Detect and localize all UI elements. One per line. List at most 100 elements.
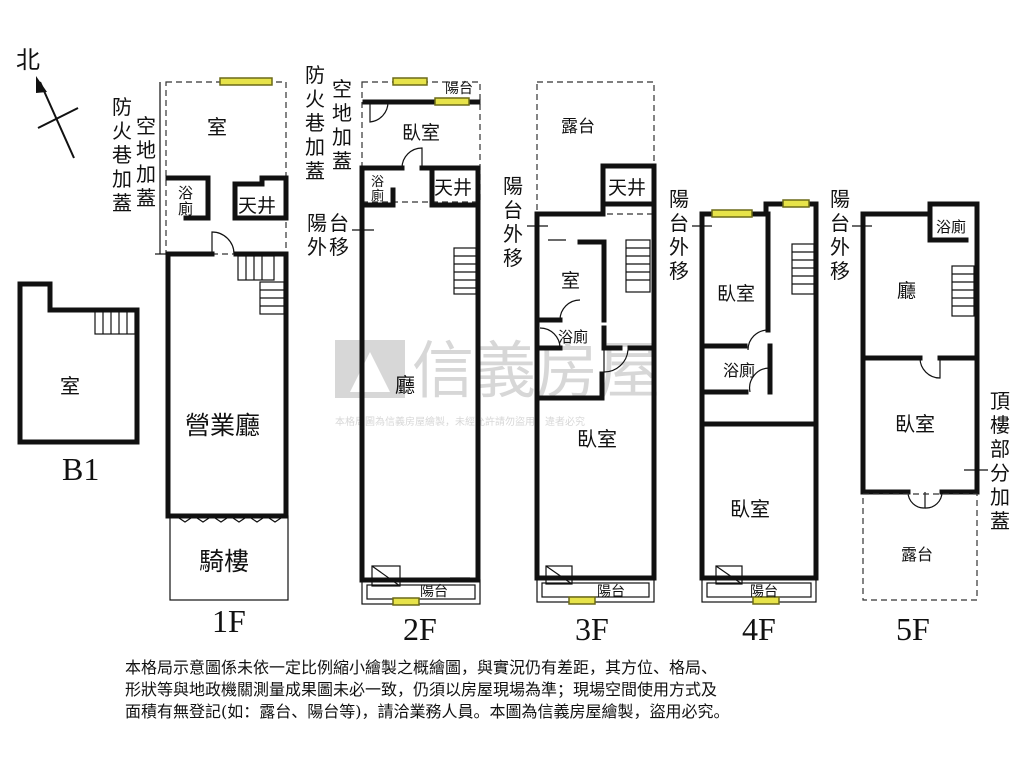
- 1f-bath-label-1: 浴: [178, 184, 193, 202]
- 2f-hall-label: 廳: [395, 373, 415, 397]
- 1f-side-note-b-3: 加: [112, 167, 132, 191]
- 4f-bedroom-label-2: 臥室: [730, 497, 770, 521]
- 2f-floor-label: 2F: [403, 611, 437, 647]
- 2f-side-note-b-4: 蓋: [305, 159, 325, 183]
- 3f-side-note-3: 移: [503, 246, 523, 270]
- 3f-floor-label: 3F: [575, 611, 609, 647]
- 3f-terrace-label: 露台: [561, 117, 595, 137]
- stair-icon: [951, 265, 975, 317]
- stair-icon: [453, 247, 477, 295]
- 1f-hall-label: 營業廳: [185, 411, 260, 440]
- north-arrow-icon: [36, 76, 47, 93]
- 2f-bedroom-label: 臥室: [402, 122, 440, 144]
- 2f-side-note-a-2: 加: [332, 125, 352, 149]
- disclaimer-line: 形狀等與地政機關測量成果圖未必一致，仍須以房屋現場為準；現場空間使用方式及: [125, 680, 718, 699]
- stair-icon: [237, 255, 285, 315]
- window-icon: [711, 209, 753, 218]
- floor-b1: 室 B1: [17, 281, 140, 487]
- 2f-side-note-b-2: 巷: [305, 111, 325, 135]
- 2f-side-note-d-1: 移: [329, 235, 349, 259]
- 1f-side-note-a-3: 蓋: [136, 186, 156, 210]
- 5f-terrace-label: 露台: [901, 545, 933, 564]
- 1f-arcade-label: 騎樓: [199, 547, 249, 576]
- floor-4f: 臥室 浴廁 臥室 陽台 陽 台 外 移 4F: [669, 187, 819, 647]
- 2f-side-note-a-3: 蓋: [332, 149, 352, 173]
- 3f-well-label: 天井: [608, 177, 646, 199]
- 4f-balcony-bottom-label: 陽台: [750, 584, 778, 600]
- 3f-balcony-bottom-label: 陽台: [597, 584, 625, 600]
- water-heater-icon: [371, 565, 401, 587]
- disclaimer-line: 面積有無登記(如：露台、陽台等)，請洽業務人員。本圖為信義房屋繪製，盜用必究。: [125, 702, 730, 721]
- 5f-side-note-right-4: 加: [990, 485, 1010, 509]
- 4f-floor-label: 4F: [742, 611, 776, 647]
- 2f-balcony-top-label: 陽台: [445, 81, 473, 97]
- water-heater-icon: [715, 565, 743, 585]
- 4f-bedroom-label-1: 臥室: [717, 283, 755, 305]
- 2f-side-note-c-1: 台: [329, 211, 349, 235]
- 2f-bath-label-2: 廁: [371, 188, 384, 204]
- 2f-side-note-a-1: 地: [332, 101, 352, 125]
- 1f-side-note-b-0: 防: [112, 95, 132, 119]
- 3f-side-note-1: 台: [503, 198, 523, 222]
- brand-logo-icon: [335, 340, 405, 398]
- 1f-room-label: 室: [207, 115, 227, 139]
- 4f-side-note-3: 移: [669, 259, 689, 283]
- 5f-side-note-left-3: 移: [830, 259, 850, 283]
- b1-room-label: 室: [60, 374, 80, 398]
- 2f-side-note-b-0: 防: [305, 63, 325, 87]
- 2f-side-note-d-0: 外: [307, 235, 327, 259]
- 2f-side-note-a-0: 空: [332, 77, 352, 101]
- stair-icon: [94, 309, 136, 335]
- 4f-bath-label: 浴廁: [723, 361, 755, 380]
- 2f-side-note-b-3: 加: [305, 135, 325, 159]
- 2f-side-note-b-1: 火: [305, 87, 325, 111]
- 5f-side-note-right-5: 蓋: [990, 509, 1010, 533]
- window-icon: [782, 199, 810, 208]
- watermark-notice: 本格局圖為信義房屋繪製，未經允許請勿盜用，違者必究: [335, 415, 585, 428]
- 1f-floor-label: 1F: [212, 603, 246, 639]
- 1f-side-note-a-0: 空: [136, 114, 156, 138]
- compass-label: 北: [16, 46, 40, 74]
- 1f-well-label: 天井: [238, 195, 276, 217]
- 1f-side-note-b-1: 火: [112, 119, 132, 143]
- 5f-bedroom-label: 臥室: [895, 412, 935, 436]
- 1f-side-note-a-1: 地: [136, 138, 156, 162]
- window-icon: [392, 597, 420, 606]
- b1-floor-label: B1: [62, 451, 99, 487]
- 5f-side-note-right-2: 部: [990, 437, 1010, 461]
- 4f-side-note-0: 陽: [669, 187, 689, 211]
- water-heater-icon: [545, 565, 573, 585]
- stair-icon: [625, 239, 651, 293]
- window-icon: [392, 77, 428, 86]
- 1f-side-note-a-2: 加: [136, 162, 156, 186]
- window-icon: [568, 596, 596, 605]
- 1f-side-note-b-4: 蓋: [112, 191, 132, 215]
- floor-3f: 露台 天井 室 浴廁 臥室 陽台 陽 台 外 移 3F: [503, 81, 657, 647]
- 5f-floor-label: 5F: [896, 611, 930, 647]
- north-compass: 北: [16, 46, 79, 159]
- 3f-side-note-2: 外: [503, 222, 523, 246]
- 5f-side-note-left-2: 外: [830, 235, 850, 259]
- floor-2f: 陽台 臥室 浴 廁 天井 廳 陽台 空 地 加 蓋 防 火 巷 加 蓋 陽 台 …: [305, 63, 481, 647]
- 1f-bath-label-2: 廁: [178, 200, 193, 218]
- window-icon: [219, 77, 273, 86]
- 4f-side-note-1: 台: [669, 211, 689, 235]
- window-icon: [434, 97, 470, 106]
- 3f-room-label: 室: [561, 270, 580, 292]
- 5f-side-note-left-0: 陽: [830, 187, 850, 211]
- 5f-bath-label: 浴廁: [936, 218, 966, 236]
- 2f-side-note-c-0: 陽: [307, 211, 327, 235]
- 1f-side-note-b-2: 巷: [112, 143, 132, 167]
- 5f-side-note-right-1: 樓: [990, 413, 1010, 437]
- 3f-bedroom-label: 臥室: [577, 427, 617, 451]
- floor-5f: 浴廁 廳 臥室 露台 陽 台 外 移 頂 樓 部 分 加 蓋 5F: [830, 187, 1010, 647]
- floor-1f: 室 浴 廁 天井 營業廳 騎樓 空 地 加 蓋 防 火 巷 加 蓋 1F: [112, 77, 289, 639]
- 5f-side-note-right-3: 分: [990, 461, 1010, 485]
- window-icon: [752, 596, 780, 605]
- disclaimer-line: 本格局示意圖係未依一定比例縮小繪製之概繪圖，與實況仍有差距，其方位、格局、: [125, 658, 718, 677]
- 4f-side-note-2: 外: [669, 235, 689, 259]
- 5f-hall-label: 廳: [897, 280, 916, 302]
- stair-icon: [791, 243, 815, 295]
- 3f-bath-label: 浴廁: [558, 328, 588, 346]
